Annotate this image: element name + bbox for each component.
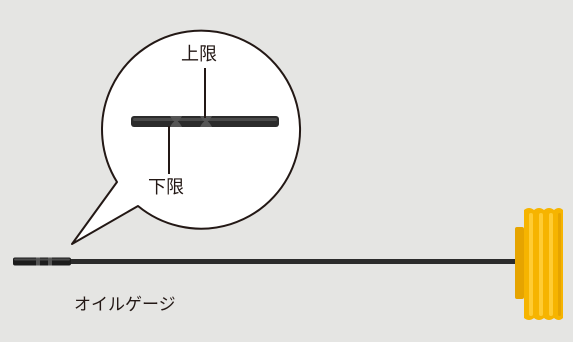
upper-limit-label: 上限 — [181, 44, 217, 65]
dipstick-rod — [13, 257, 523, 266]
magnified-dipstick-tip — [131, 116, 279, 127]
dipstick-cap — [515, 208, 563, 320]
callout-bubble — [71, 29, 301, 245]
dipstick-name-label: オイルゲージ — [74, 295, 176, 315]
lower-limit-label: 下限 — [148, 177, 184, 198]
